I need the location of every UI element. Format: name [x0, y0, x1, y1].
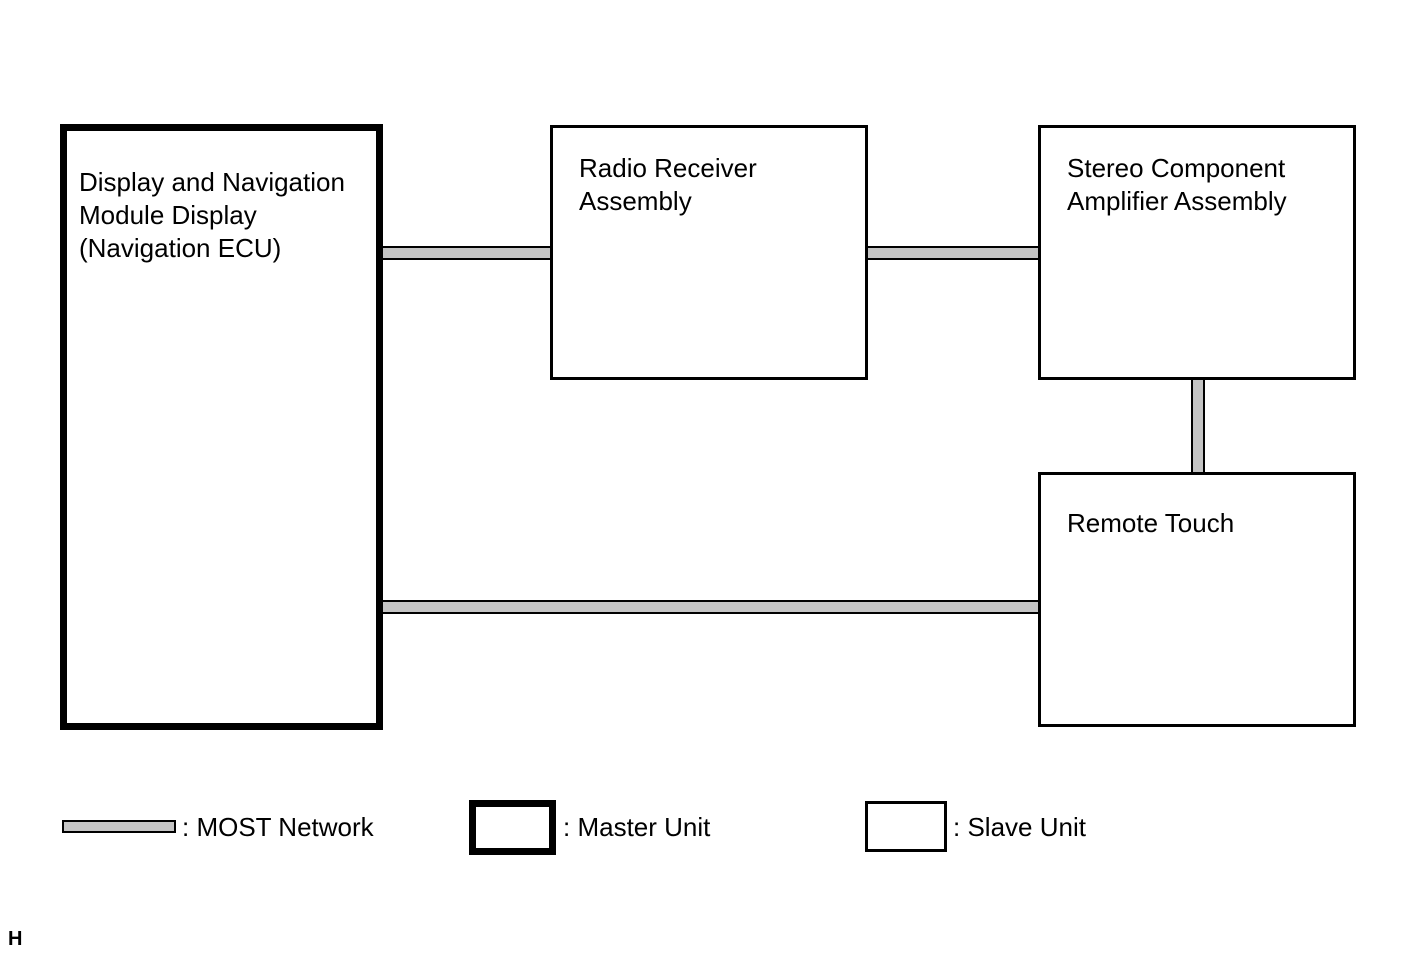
navigation-ecu-box: Display and Navigation Module Display (N… — [60, 124, 383, 730]
legend-most-network-swatch — [62, 820, 176, 833]
most-link-radio-to-amplifier — [864, 246, 1042, 260]
legend-master-unit-label: : Master Unit — [563, 812, 711, 842]
corner-mark: H — [8, 928, 23, 950]
legend-slave-unit-label: : Slave Unit — [953, 812, 1086, 842]
legend-most-network: : MOST Network — [62, 800, 402, 854]
remote-touch-label: Remote Touch — [1067, 508, 1235, 538]
legend-most-network-label: : MOST Network — [182, 812, 374, 842]
legend-slave-unit: : Slave Unit — [865, 800, 1125, 854]
stereo-amplifier-label: Stereo Component Amplifier Assembly — [1067, 153, 1287, 216]
most-link-nav-to-radio — [378, 246, 554, 260]
legend-slave-unit-swatch — [865, 801, 947, 852]
most-link-amplifier-to-remote-touch — [1191, 377, 1205, 475]
remote-touch-box: Remote Touch — [1038, 472, 1356, 727]
stereo-amplifier-box: Stereo Component Amplifier Assembly — [1038, 125, 1356, 380]
radio-receiver-label: Radio Receiver Assembly — [579, 153, 757, 216]
legend-master-unit-swatch — [469, 800, 556, 855]
legend-master-unit: : Master Unit — [469, 800, 749, 855]
navigation-ecu-label: Display and Navigation Module Display (N… — [79, 167, 345, 263]
radio-receiver-box: Radio Receiver Assembly — [550, 125, 868, 380]
most-link-remote-touch-to-nav — [378, 600, 1042, 614]
